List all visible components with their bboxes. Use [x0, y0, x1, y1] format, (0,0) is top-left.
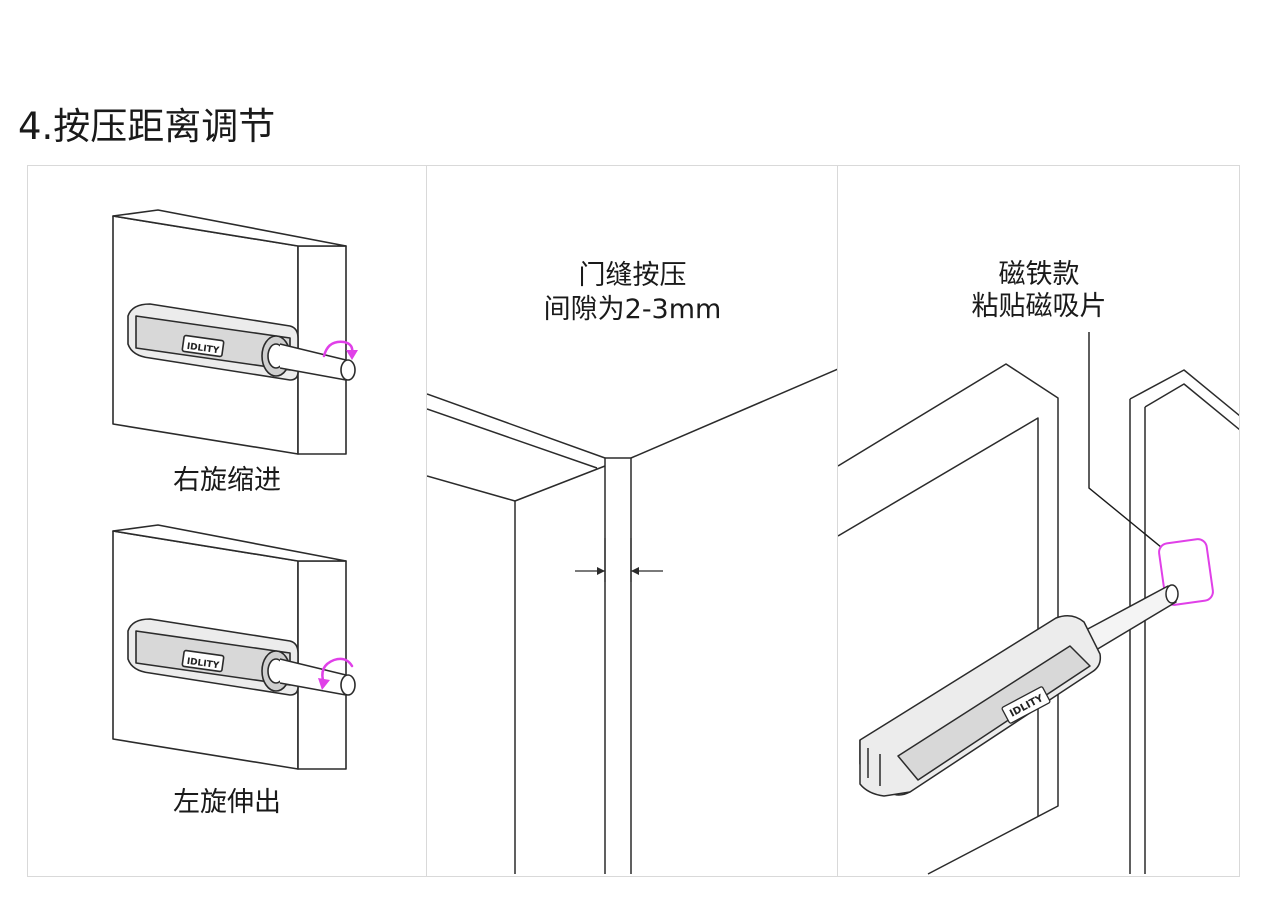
brand-logo: IDLITY — [186, 342, 220, 357]
rotate-left-arrowhead-icon — [318, 678, 330, 690]
cabinet-top-edge — [427, 393, 606, 874]
push-latch — [859, 584, 1179, 797]
gap-dimension-marker — [575, 538, 663, 582]
magnet-note: 磁铁款 粘贴磁吸片 — [838, 259, 1239, 323]
gap-note: 门缝按压 间隙为2-3mm — [427, 259, 837, 327]
magnet-panel: IDLITY 磁铁款 粘贴磁吸片 — [837, 166, 1239, 876]
rotate-right-arrow-icon — [322, 340, 354, 358]
cabinet-top-edge-inner — [427, 408, 598, 469]
magnet-illustration: IDLITY — [838, 332, 1239, 875]
magnet-note-line1: 磁铁款 — [998, 259, 1080, 290]
side-panel-edge — [630, 368, 837, 459]
illustration-frame: IDLITY IDLITY 右旋缩进 左旋伸出 — [27, 165, 1240, 877]
rotate-left-label: 左旋伸出 — [173, 787, 281, 818]
gap-note-line1: 门缝按压 — [578, 260, 687, 291]
rotation-illustration: IDLITY IDLITY — [112, 209, 358, 770]
rotate-right-label: 右旋缩进 — [173, 465, 281, 496]
gap-note-line2: 间隙为2-3mm — [543, 294, 722, 325]
brand-logo: IDLITY — [186, 657, 220, 672]
door-gap-panel: 门缝按压 间隙为2-3mm — [426, 166, 837, 876]
magnet-note-line2: 粘贴磁吸片 — [971, 291, 1107, 322]
rotate-left-arrow-icon — [321, 657, 354, 686]
door-gap-illustration — [427, 368, 837, 874]
pointer-line — [1088, 332, 1179, 562]
rotate-right-arrowhead-icon — [346, 350, 358, 360]
door-edge — [427, 465, 606, 502]
cabinet-side — [1129, 369, 1239, 417]
upper-push-latch — [127, 303, 356, 381]
rotation-panel: IDLITY IDLITY 右旋缩进 左旋伸出 — [28, 166, 426, 876]
door-panel — [838, 363, 1059, 875]
brand-plate — [1001, 686, 1051, 724]
page-title: 4.按压距离调节 — [18, 105, 276, 148]
lower-push-latch — [127, 618, 356, 696]
